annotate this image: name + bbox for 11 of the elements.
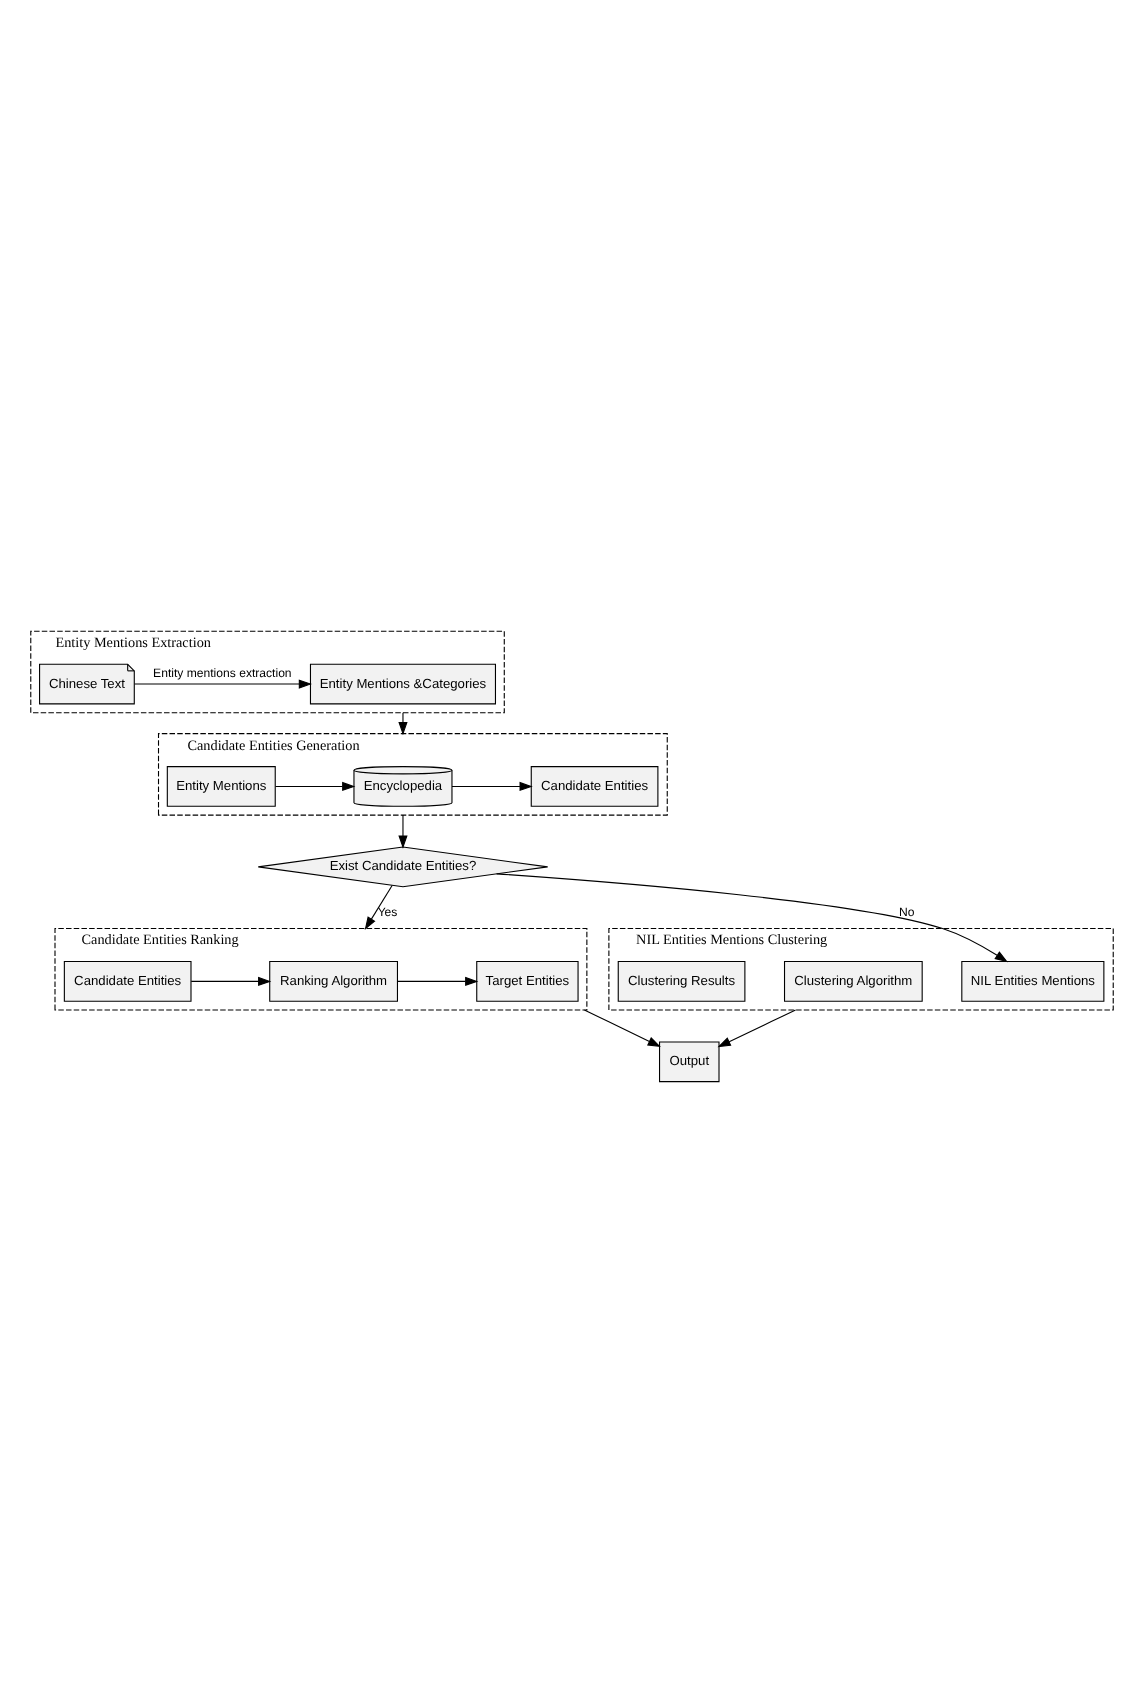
arrow [134,679,312,689]
arrow [583,1009,661,1047]
arrow [364,884,393,930]
arrow [397,976,479,986]
arrow [496,873,1008,963]
arrow [398,712,408,736]
arrow [190,976,272,986]
arrow [451,781,533,792]
arrow [275,781,356,792]
arrow [398,814,408,849]
arrow [717,1009,797,1048]
